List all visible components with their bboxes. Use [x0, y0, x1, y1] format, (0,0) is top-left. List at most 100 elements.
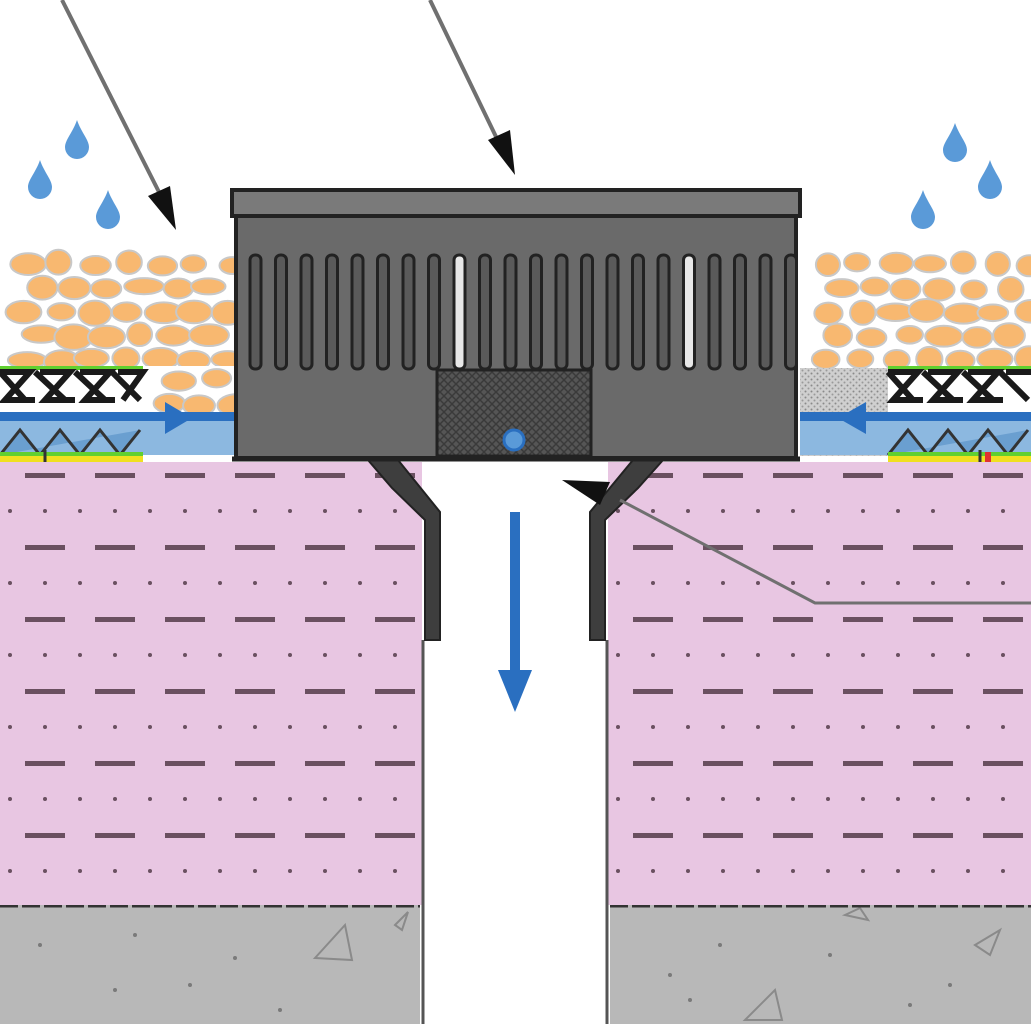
insulation-dot — [148, 797, 152, 801]
insulation-dash — [703, 689, 743, 694]
insulation-dot — [393, 797, 397, 801]
insulation-dot — [43, 509, 47, 513]
gravel-stone — [855, 327, 888, 348]
insulation-dot — [861, 509, 865, 513]
drain-screw-icon — [502, 428, 526, 452]
grate-slot — [707, 253, 722, 371]
insulation-dash — [773, 545, 813, 550]
insulation-dot — [148, 653, 152, 657]
insulation-dot — [931, 869, 935, 873]
insulation-dot — [78, 725, 82, 729]
insulation-dot — [288, 797, 292, 801]
insulation-dot — [791, 653, 795, 657]
insulation-dash — [703, 473, 743, 478]
insulation-dot — [78, 797, 82, 801]
insulation-dash — [95, 473, 135, 478]
insulation-dot — [113, 653, 117, 657]
insulation-dash — [913, 545, 953, 550]
insulation-dot — [8, 725, 12, 729]
gravel-stone — [878, 251, 914, 275]
insulation-dot — [358, 869, 362, 873]
insulation-dot — [78, 581, 82, 585]
concrete-left — [0, 905, 420, 1024]
gravel-stone — [44, 248, 73, 276]
insulation-dot — [253, 653, 257, 657]
insulation-dot — [756, 509, 760, 513]
insulation-dash — [913, 689, 953, 694]
gravel-stone — [846, 348, 875, 370]
grate-slot — [580, 253, 594, 371]
insulation-dot — [358, 653, 362, 657]
gravel-right — [800, 250, 1031, 373]
gravel-stone — [86, 324, 126, 350]
insulation-dot — [393, 581, 397, 585]
insulation-dot — [616, 869, 620, 873]
leader-arrow-icon — [428, 0, 515, 175]
insulation-dash — [913, 761, 953, 766]
insulation-marks — [8, 473, 1023, 873]
insulation-dot — [358, 725, 362, 729]
grate-slot — [682, 253, 696, 371]
insulation-dash — [165, 617, 205, 622]
insulation-dot — [616, 725, 620, 729]
insulation-dash — [375, 617, 415, 622]
insulation-dash — [375, 545, 415, 550]
insulation-dot — [323, 725, 327, 729]
insulation-dot — [183, 797, 187, 801]
grate-slot — [452, 253, 467, 371]
concrete-aggregate — [312, 906, 1003, 1021]
gravel-stone — [814, 252, 841, 278]
insulation-dash — [773, 689, 813, 694]
insulation-dot — [358, 797, 362, 801]
drainage-mat-right — [800, 366, 1031, 462]
insulation-dot — [616, 653, 620, 657]
insulation-dot — [651, 869, 655, 873]
gravel-stone — [849, 299, 877, 326]
drain-lid — [230, 188, 802, 218]
gravel-stone — [1015, 254, 1031, 278]
insulation-dot — [896, 797, 900, 801]
insulation-dash — [983, 761, 1023, 766]
gravel-stone — [824, 278, 860, 299]
insulation-dot — [756, 725, 760, 729]
insulation-dot — [651, 509, 655, 513]
insulation-dot — [826, 509, 830, 513]
insulation-dash — [165, 833, 205, 838]
insulation-dot — [393, 725, 397, 729]
drain-outlet-sleeve — [365, 459, 666, 641]
gravel-stone — [889, 277, 922, 302]
gravel-stone — [813, 301, 844, 326]
gravel-stone — [111, 346, 141, 371]
insulation-dash — [843, 689, 883, 694]
grate-slot — [733, 253, 747, 371]
insulation-dash — [165, 473, 205, 478]
insulation-dash — [235, 473, 275, 478]
gravel-stone — [110, 301, 143, 323]
grate-slot — [350, 253, 365, 371]
insulation-dash — [983, 473, 1023, 478]
insulation-dot — [686, 509, 690, 513]
insulation-dot — [826, 797, 830, 801]
insulation-dot — [288, 869, 292, 873]
gravel-stone — [912, 254, 947, 274]
insulation-dash — [633, 545, 673, 550]
insulation-dot — [861, 653, 865, 657]
insulation-dot — [861, 869, 865, 873]
roof-drain-body — [230, 188, 802, 462]
insulation-dot — [721, 797, 725, 801]
insulation-dash — [633, 761, 673, 766]
drainage-mat-left — [0, 366, 235, 462]
grate-slot — [299, 253, 314, 371]
concrete-specks — [38, 933, 952, 1012]
insulation-dot — [896, 725, 900, 729]
insulation-dot — [288, 581, 292, 585]
gravel-stone — [922, 277, 956, 302]
gravel-stone — [115, 249, 143, 275]
insulation-dot — [8, 509, 12, 513]
gravel-stone — [189, 277, 227, 296]
gravel-stone — [155, 324, 192, 347]
insulation-dash — [633, 617, 673, 622]
insulation-dash — [305, 761, 345, 766]
